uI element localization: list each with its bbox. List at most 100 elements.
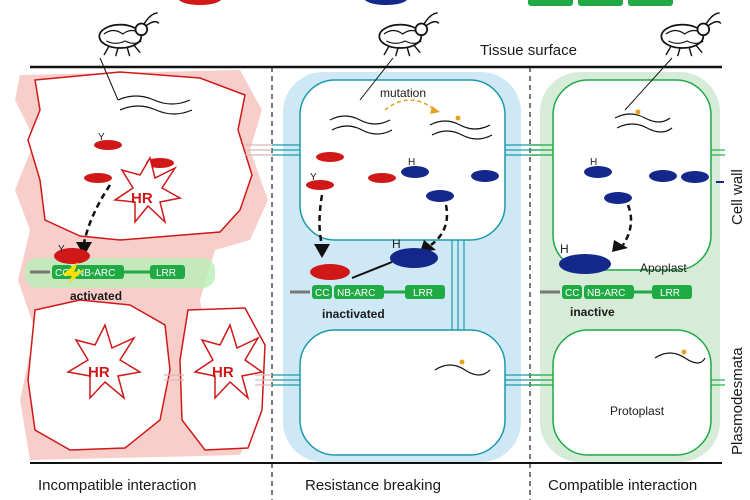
blue-effector: [649, 170, 677, 182]
blue-effector: [471, 170, 499, 182]
state-activated: activated: [70, 289, 122, 303]
mutation-arrow: [384, 99, 436, 111]
effector-letter: H: [392, 237, 401, 251]
red-effector-bound: [310, 264, 350, 280]
virus-rna: [616, 123, 673, 133]
receptor-cc-label: CC: [55, 268, 69, 279]
protoplast-upper: [552, 79, 712, 271]
virus-rna: [119, 105, 193, 115]
effector-letter: Y: [98, 132, 105, 143]
protoplast-upper: [299, 79, 506, 241]
caption-incompatible: Incompatible interaction: [38, 477, 196, 494]
receptor-nbarc-label: NB-ARC: [77, 268, 115, 279]
mutation-label: mutation: [380, 86, 426, 100]
receptor-lrr: [652, 285, 692, 299]
arrowhead: [612, 240, 628, 252]
tissue-surface-label: Tissue surface: [480, 42, 577, 59]
red-effector-bound: [54, 248, 90, 264]
virus-rna-mutant: [431, 130, 493, 140]
top-legend-fragment: [178, 0, 673, 6]
hr-label: HR: [212, 364, 234, 381]
virus-rna: [434, 364, 491, 376]
red-effector: [146, 158, 174, 168]
binding-arrow: [621, 204, 633, 246]
blue-effector-bound: [559, 254, 611, 274]
arrowhead: [76, 242, 92, 256]
effector-letter: Y: [58, 244, 65, 255]
state-inactive: inactive: [570, 305, 615, 319]
arrowhead: [314, 244, 330, 258]
caption-resistance: Resistance breaking: [305, 477, 441, 494]
blue-effector: [426, 190, 454, 202]
cell-wall-label: Cell wall: [729, 169, 746, 225]
mutation-dot: [681, 349, 687, 355]
virus-rna-mutant: [429, 120, 491, 130]
blue-effector: [604, 192, 632, 204]
receptor-nbarc: [584, 285, 634, 299]
receptor-cc: [312, 285, 332, 299]
receptor-cc-label: CC: [565, 288, 579, 299]
binding-arrow: [430, 204, 449, 246]
protoplast-label: Protoplast: [610, 404, 665, 418]
receptor-nbarc: [74, 265, 124, 279]
hr-star: [112, 156, 183, 225]
hr-star: [193, 322, 264, 401]
caption-compatible: Compatible interaction: [548, 477, 697, 494]
protoplast-lower: [299, 329, 506, 456]
blue-effector: [681, 171, 709, 183]
red-effector: [368, 173, 396, 183]
red-effector: [84, 173, 112, 183]
receptor-lrr: [405, 285, 445, 299]
aphid-icon: [98, 12, 160, 58]
binding-arrow: [82, 184, 112, 244]
virus-rna: [331, 125, 393, 135]
panel-incompatible: Y HR Y CC NB-ARC LRR activated HR HR: [15, 57, 272, 460]
red-effector: [306, 180, 334, 190]
aphid-icon: [660, 12, 722, 58]
aphid-stylet: [624, 57, 673, 111]
mutation-dot: [459, 359, 465, 365]
hr-label: HR: [131, 190, 153, 207]
receptor-cc: [562, 285, 582, 299]
activation-bolt-icon: [62, 262, 84, 284]
plasmodesmata-lines: [530, 144, 725, 386]
receptor-nbarc-label: NB-ARC: [337, 288, 375, 299]
effector-letter: H: [560, 242, 569, 256]
hr-label: HR: [88, 364, 110, 381]
plasmodesmata-lines: [164, 144, 272, 386]
effector-letter: Y: [310, 172, 317, 183]
receptor-nbarc: [334, 285, 384, 299]
virus-rna: [654, 352, 706, 364]
blue-effector: [401, 166, 429, 178]
inhibition-line: [351, 261, 393, 279]
aphid-stylet: [359, 57, 394, 101]
protoplast-lower: [552, 329, 712, 456]
virus-rna: [117, 95, 191, 105]
receptor-lrr-label: LRR: [413, 288, 433, 299]
hr-star: [65, 322, 143, 401]
panel-resistance: mutation Y H H CC NB-ARC LRR inactivated: [272, 57, 545, 462]
receptor-lrr: [150, 265, 185, 279]
binding-arrow: [318, 194, 324, 246]
red-effector: [94, 140, 122, 150]
virus-rna: [329, 115, 391, 125]
effector-letter: H: [590, 157, 597, 168]
dying-cell-upper: [27, 71, 253, 241]
blue-effector: [584, 166, 612, 178]
virus-rna: [614, 113, 671, 123]
red-effector: [316, 152, 344, 162]
blue-effector-bound: [390, 248, 438, 268]
receptor-lrr-label: LRR: [156, 268, 176, 279]
receptor-cc-label: CC: [315, 288, 329, 299]
effector-letter: H: [408, 157, 415, 168]
aphid-icon: [378, 12, 440, 58]
mutation-dot: [635, 109, 641, 115]
arrowhead: [430, 106, 440, 114]
receptor-lrr-label: LRR: [660, 288, 680, 299]
mutation-dot: [455, 115, 461, 121]
apoplast-label: Apoplast: [640, 261, 687, 275]
receptor-nbarc-label: NB-ARC: [587, 288, 625, 299]
aphid-stylet: [99, 57, 119, 101]
